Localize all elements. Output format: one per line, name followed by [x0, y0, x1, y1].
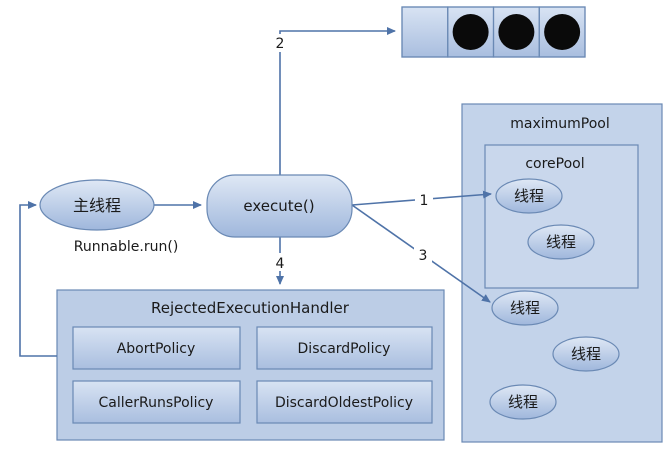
policy-abort-label: AbortPolicy [117, 341, 196, 357]
core-thread-2: 线程 [527, 224, 595, 260]
pool-thread-1: 线程 [491, 290, 559, 326]
execute-label: execute() [243, 197, 314, 215]
maximum-pool: maximumPool corePool 线程 线程 线程 线程 线程 [461, 103, 663, 443]
pool-thread-3: 线程 [489, 384, 557, 420]
core-pool: corePool 线程 线程 [484, 144, 639, 289]
queued-task [544, 14, 581, 50]
main-thread-label: 主线程 [73, 196, 121, 215]
core-thread-1-label: 线程 [514, 187, 544, 205]
step4-label: 4 [276, 256, 285, 272]
policy-caller-runs: CallerRunsPolicy [72, 380, 241, 424]
loop-arrow [19, 201, 57, 357]
runnable-run-label: Runnable.run() [74, 239, 179, 255]
rejected-execution-handler: RejectedExecutionHandler AbortPolicy Dis… [56, 289, 445, 441]
step2-arrow [279, 27, 396, 175]
policy-abort: AbortPolicy [72, 326, 241, 370]
execute-node: execute() [206, 174, 353, 238]
queued-task [452, 14, 489, 50]
core-thread-1: 线程 [495, 178, 563, 214]
step3-label: 3 [419, 248, 428, 264]
task-queue [401, 6, 586, 58]
queue-slot [538, 6, 586, 58]
pool-thread-2-label: 线程 [571, 345, 601, 363]
queued-task [498, 14, 535, 50]
policy-discard: DiscardPolicy [256, 326, 433, 370]
policy-discard-label: DiscardPolicy [298, 341, 391, 357]
step-labels: 2 1 3 4 [270, 34, 433, 272]
pool-thread-1-label: 线程 [510, 299, 540, 317]
core-pool-label: corePool [525, 156, 584, 172]
main-thread: 主线程 [39, 179, 155, 231]
pool-thread-2: 线程 [552, 336, 620, 372]
pool-thread-3-label: 线程 [508, 393, 538, 411]
rejected-handler-label: RejectedExecutionHandler [151, 299, 350, 317]
maximum-pool-label: maximumPool [510, 116, 610, 132]
policy-discard-oldest: DiscardOldestPolicy [256, 380, 433, 424]
policy-discard-oldest-label: DiscardOldestPolicy [275, 395, 413, 411]
step1-label: 1 [420, 193, 429, 209]
step2-label: 2 [276, 36, 285, 52]
core-thread-2-label: 线程 [546, 233, 576, 251]
policy-caller-runs-label: CallerRunsPolicy [99, 395, 214, 411]
